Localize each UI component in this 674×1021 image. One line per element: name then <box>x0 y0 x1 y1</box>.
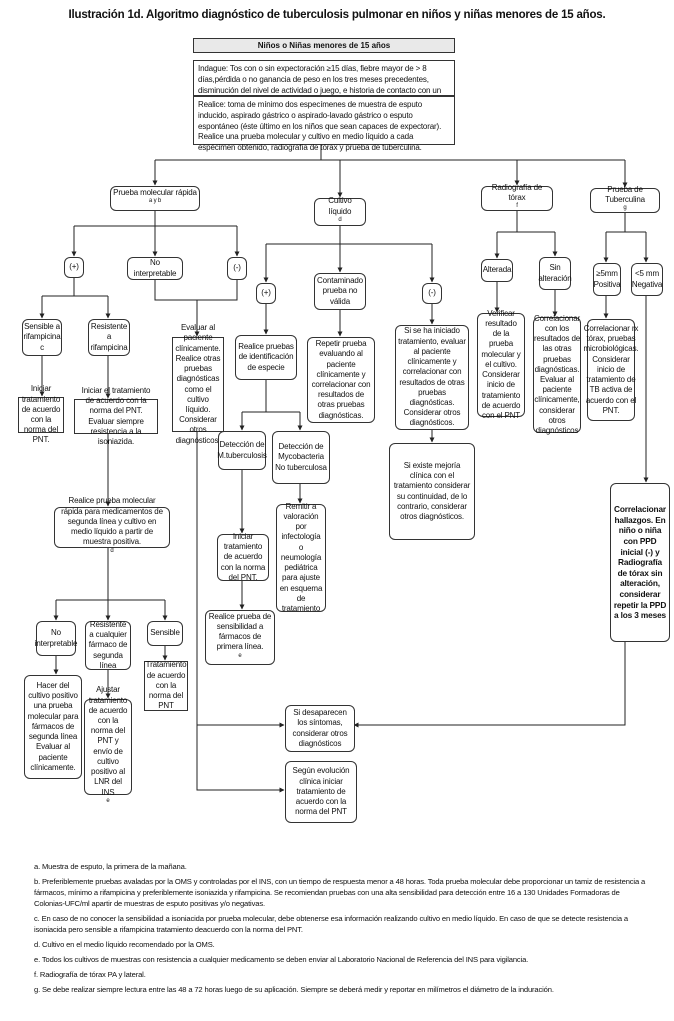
deteccion-myco-box: Detección de Mycobacteria No tuberculosa <box>272 431 330 484</box>
correlacionar-tx-box: Correlacionar rx tórax, pruebas microbio… <box>584 319 639 421</box>
header-realice: Realice: toma de mínimo dos especímenes … <box>193 96 455 152</box>
prueba-molecular-sup: a y b <box>148 198 162 205</box>
footnote-g: g. Se debe realizar siempre lectura entr… <box>34 985 554 994</box>
ajustar-box: Ajustar tratamiento de acuerdo con la no… <box>84 685 132 804</box>
header-realice-2: Realice una prueba molecular y cultivo e… <box>198 132 422 153</box>
resistente-cualquier-box: Resistente a cualquier fármaco de segund… <box>85 620 131 670</box>
realice-sensibilidad-label: Realice prueba de sensibilidad a fármaco… <box>208 611 272 652</box>
si-desaparecen-box: Si desaparecen los síntomas, considerar … <box>285 705 355 752</box>
si-existe-box: Si existe mejoría clínica con el tratami… <box>389 443 475 540</box>
cl-negative-box: (-) <box>422 283 442 304</box>
ajustar-sup: e <box>106 797 110 804</box>
realice-sensibilidad-sup: e <box>238 652 242 659</box>
correlacionar-rx-box: Correlacionar con los resultados de las … <box>533 313 581 436</box>
remitir-box: Remitir a valoración por infectología o … <box>276 502 326 613</box>
no-interpretable-2-box: No interpretable <box>35 621 77 656</box>
footnotes: a. Muestra de esputo, la primera de la m… <box>34 861 646 999</box>
resistente-rifampicina-box: Resistente a rifampicina <box>88 319 130 356</box>
repetir-box: Repetir prueba evaluando al paciente clí… <box>307 337 375 423</box>
cultivo-label: Cultivo líquido <box>328 196 352 216</box>
sin-alteracion-box: Sin alteración <box>538 257 572 290</box>
footnote-d: d. Cultivo en el medio líquido recomenda… <box>34 940 215 949</box>
radiografia-box: Radiografía de tórax f <box>481 182 553 211</box>
ajustar-label: Ajustar tratamiento de acuerdo con la no… <box>88 685 128 797</box>
verificar-box: Verificar resultado de la prueba molecul… <box>477 309 525 420</box>
deteccion-mtb-box: Detección de M.tuberculosis <box>217 431 267 470</box>
header-realice-1: Realice: toma de mínimo dos especímenes … <box>198 100 442 131</box>
realice-pm2-box: Realice prueba molecular rápida para med… <box>54 496 170 554</box>
iniciar-resistencia-box: Iniciar el tratamiento de acuerdo con la… <box>74 386 158 446</box>
radiografia-label: Radiografía de tórax <box>491 182 543 203</box>
alterada-box: Alterada <box>481 259 513 282</box>
realice-sensibilidad-box: Realice prueba de sensibilidad a fármaco… <box>205 610 275 665</box>
evaluar-pm-box: Evaluar al paciente clínicamente. Realic… <box>172 323 224 445</box>
prueba-molecular-box: Prueba molecular rápida a y b <box>110 186 200 211</box>
footnote-c: c. En caso de no conocer la sensibilidad… <box>34 914 628 934</box>
realice-pm2-label: Realice prueba molecular rápida para med… <box>61 496 163 547</box>
tratamiento-pnt-box: Tratamiento de acuerdo con la norma del … <box>144 660 188 711</box>
iniciar-pnt-2-box: Iniciar tratamiento de acuerdo con la no… <box>217 532 269 582</box>
cl-positive-box: (+) <box>256 283 276 304</box>
footnote-a: a. Muestra de esputo, la primera de la m… <box>34 862 187 871</box>
pm-negative-box: (-) <box>227 257 247 280</box>
iniciar-pnt-1-box: Iniciar tratamiento de acuerdo con la no… <box>18 384 64 444</box>
page-title: Ilustración 1d. Algoritmo diagnóstico de… <box>68 9 606 21</box>
prueba-molecular-label: Prueba molecular rápida <box>113 187 197 197</box>
footnote-f: f. Radiografía de tórax PA y lateral. <box>34 970 146 979</box>
footnote-b: b. Preferiblemente pruebas avaladas por … <box>34 877 646 908</box>
header-label: Niños o Niñas menores de 15 años <box>193 38 455 53</box>
hacer-cultivo-box: Hacer del cultivo positivo una prueba mo… <box>24 675 82 779</box>
realice-pm2-sup: d <box>110 547 114 554</box>
sensible-rifampicina-box: Sensible a rifampicina c <box>22 319 62 356</box>
sensible-2-box: Sensible <box>147 621 183 646</box>
header-indague: Indague: Tos con o sin expectoración ≥15… <box>193 60 455 105</box>
segun-evolucion-box: Según evolución clínica iniciar tratamie… <box>285 761 357 823</box>
pm-no-interpretable-box: No interpretable <box>127 257 183 280</box>
mayor-5mm-box: ≥5mm Positiva <box>593 263 621 296</box>
tuberculina-label: Prueba de Tuberculina <box>605 184 645 205</box>
footnote-e: e. Todos los cultivos de muestras con re… <box>34 955 529 964</box>
tuberculina-sup: g <box>623 205 627 212</box>
pm-positive-box: (+) <box>64 257 84 278</box>
si-iniciado-box: Si se ha iniciado tratamiento, evaluar a… <box>395 325 469 430</box>
tuberculina-box: Prueba de Tuberculina g <box>590 184 660 213</box>
identificacion-box: Realice pruebas de identificación de esp… <box>235 335 297 380</box>
cultivo-sup: d <box>338 216 342 223</box>
correlacionar-hallazgos-box: Correlacionar hallazgos. En niño o niña … <box>610 483 670 642</box>
radiografia-sup: f <box>516 203 518 210</box>
contaminado-box: Contaminado prueba no válida <box>314 273 366 310</box>
menor-5mm-box: <5 mm Negativa <box>631 263 663 296</box>
